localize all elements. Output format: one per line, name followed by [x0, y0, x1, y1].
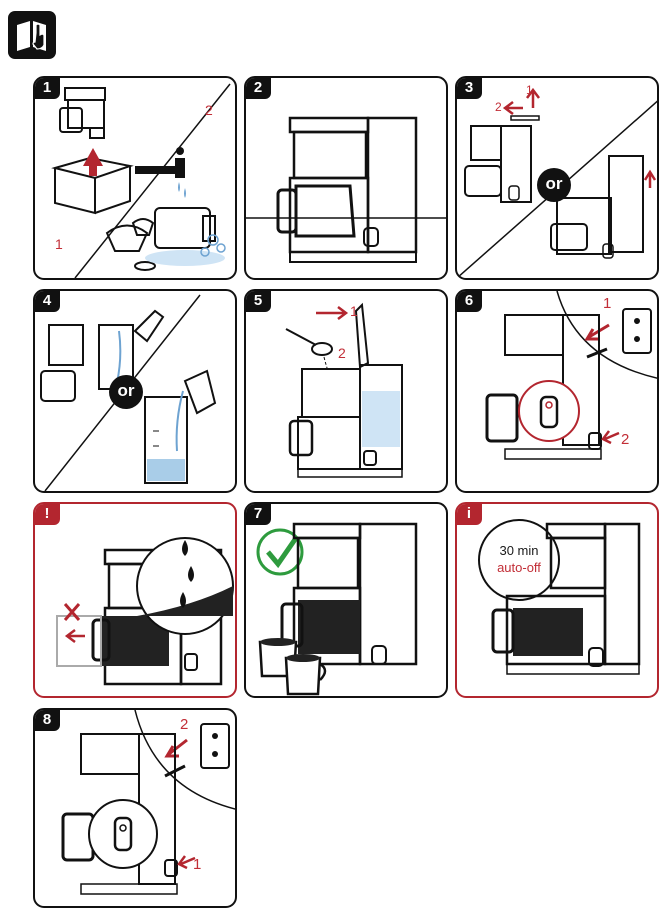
arrow-1-label: 1 [193, 856, 202, 873]
label-b: 2 [205, 102, 213, 118]
plug-in-and-switch-on-illustration [485, 291, 657, 460]
step-number: 8 [35, 710, 60, 731]
step-number: 4 [35, 291, 60, 312]
coffee-ready-illustration [256, 522, 418, 696]
arrow-2-label: 2 [338, 345, 346, 361]
step-3-panel: 3 1 2 or [455, 76, 659, 280]
arrow-1-label: 1 [603, 295, 612, 312]
step-2-panel: 2 [244, 76, 448, 280]
or-badge: or [537, 168, 571, 202]
switch-off-and-unplug-illustration [61, 710, 235, 895]
remove-carafe-drip-stop-illustration [56, 537, 234, 686]
step-number: 6 [457, 291, 482, 312]
arrow-2-label: 2 [495, 100, 502, 114]
or-badge: or [109, 375, 143, 409]
auto-off-timer: 30 min auto-off [479, 542, 559, 576]
arrow-2-label: 2 [180, 716, 189, 733]
arrow-1-label: 1 [350, 303, 358, 319]
timer-label: auto-off [497, 560, 541, 575]
warning-badge: ! [35, 504, 60, 525]
step-1-panel: 1 1 2 [33, 76, 237, 280]
info-badge: i [457, 504, 482, 525]
step-number: 2 [246, 78, 271, 99]
step-number: 3 [457, 78, 482, 99]
coffee-maker-illustration [246, 116, 446, 263]
read-manual-icon [8, 11, 56, 59]
unpack-and-rinse-illustration [51, 83, 231, 278]
warning-panel: ! [33, 502, 237, 698]
arrow-2-label: 2 [621, 431, 630, 448]
arrow-1-label: 1 [526, 83, 533, 97]
step-number: 1 [35, 78, 60, 99]
info-panel: i 30 min auto-off [455, 502, 659, 698]
label-a: 1 [55, 236, 63, 252]
step-4-panel: 4 or [33, 289, 237, 493]
add-coffee-illustration [285, 302, 403, 478]
step-number: 7 [246, 504, 271, 525]
step-6-panel: 6 1 2 [455, 289, 659, 493]
step-7-panel: 7 [244, 502, 448, 698]
step-5-panel: 5 1 2 [244, 289, 448, 493]
step-8-panel: 8 1 2 [33, 708, 237, 908]
auto-off-illustration [478, 519, 641, 675]
step-number: 5 [246, 291, 271, 312]
timer-value: 30 min [499, 543, 539, 558]
